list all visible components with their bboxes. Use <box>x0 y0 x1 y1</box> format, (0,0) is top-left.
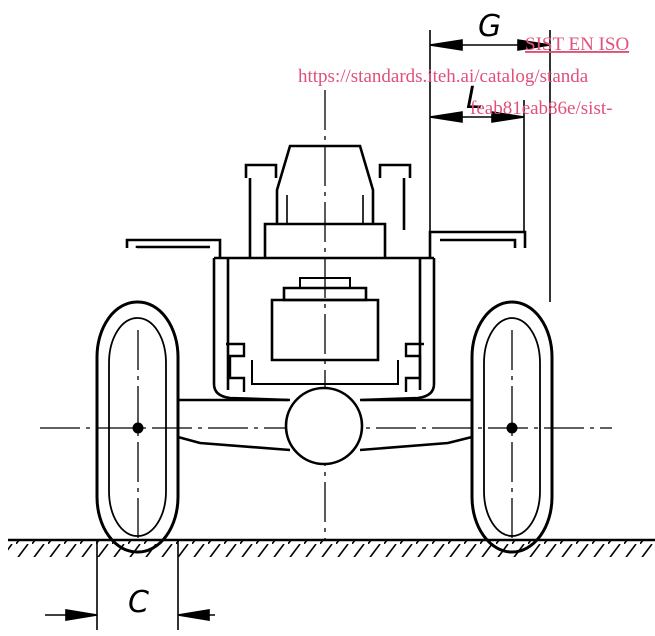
watermark-line2: https://standards.iteh.ai/catalog/standa <box>298 66 589 87</box>
left-wheel <box>95 300 180 554</box>
seat <box>263 144 387 258</box>
dimension-c <box>45 540 215 630</box>
watermark-line1: SIST EN ISO <box>525 34 629 55</box>
dimension-label-l: L <box>466 81 483 116</box>
ground <box>8 538 655 557</box>
dimension-label-g: G <box>478 9 501 44</box>
watermark-line3: feab81eab86e/sist- <box>470 98 612 119</box>
front-axle <box>177 386 473 466</box>
centerlines <box>40 90 612 540</box>
dimension-label-c: C <box>128 585 149 620</box>
fenders <box>125 163 527 258</box>
right-wheel <box>470 300 554 554</box>
dimension-l <box>429 100 525 232</box>
dimension-g <box>429 30 551 302</box>
axle-brackets <box>226 342 424 392</box>
tractor-body <box>212 256 436 402</box>
